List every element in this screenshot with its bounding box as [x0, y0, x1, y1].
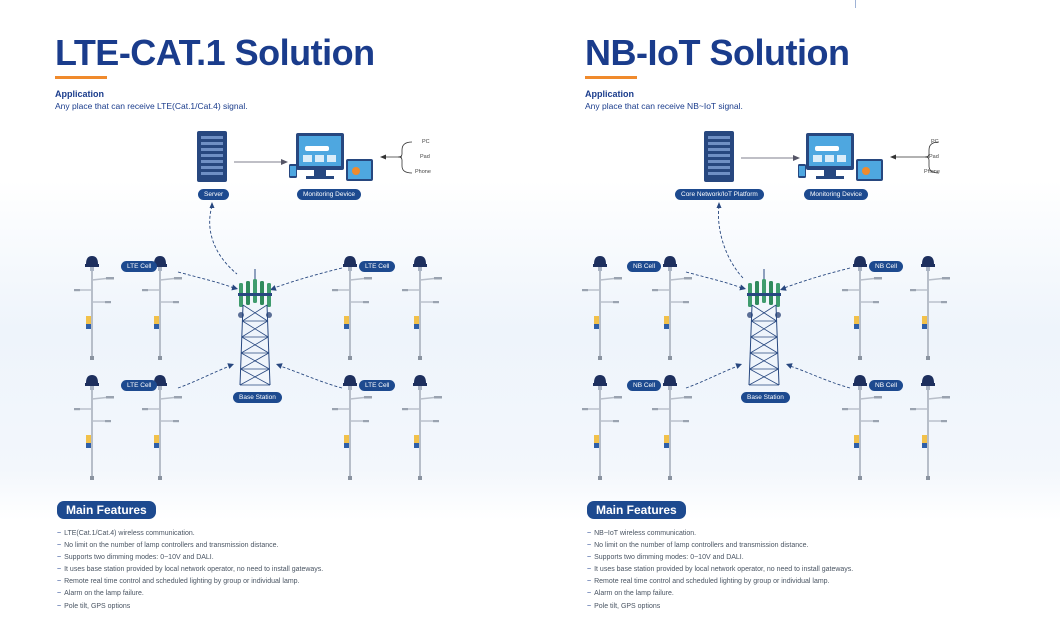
title-underline — [55, 76, 107, 79]
device-label-phone: Phone — [924, 169, 940, 175]
main-features-heading: Main Features — [587, 501, 686, 519]
device-label-pad: Pad — [420, 154, 430, 160]
cell-label: LTE Cell — [359, 261, 396, 272]
application-heading: Application — [585, 89, 634, 99]
cell-label: NB Cell — [627, 380, 662, 391]
feature-item: ~No limit on the number of lamp controll… — [57, 542, 279, 550]
street-lamp-icon — [842, 375, 882, 480]
features-list: ~LTE(Cat.1/Cat.4) wireless communication… — [57, 528, 323, 613]
feature-item: ~Pole tilt, GPS options — [587, 602, 661, 610]
server-label: Server — [198, 189, 230, 200]
street-lamp-icon — [74, 256, 114, 360]
feature-item: ~It uses base station provided by local … — [57, 566, 324, 574]
street-lamp-icon — [332, 256, 372, 360]
feature-item: ~No limit on the number of lamp controll… — [587, 542, 809, 550]
wireless-link — [273, 267, 343, 289]
street-lamp-icon — [142, 375, 182, 480]
cell-label: NB Cell — [869, 380, 904, 391]
server-label: Core Network/IoT Platform — [675, 189, 764, 200]
street-lamp-icon — [582, 375, 622, 480]
nb-iot-panel: NB-IoT Solution Application Any place th… — [530, 0, 1060, 620]
feature-item: ~Supports two dimming modes: 0~10V and D… — [57, 554, 214, 562]
wireless-link — [279, 365, 343, 389]
cell-label: LTE Cell — [121, 261, 158, 272]
monitor-label: Monitoring Device — [297, 189, 362, 200]
base-station-label: Base Station — [741, 392, 790, 403]
wireless-link — [685, 271, 743, 289]
device-label-pc: PC — [931, 139, 939, 145]
feature-item: ~It uses base station provided by local … — [587, 566, 854, 574]
street-lamp-icon — [652, 256, 692, 360]
device-label-pc: PC — [422, 139, 430, 145]
panel-title: LTE-CAT.1 Solution — [55, 32, 375, 73]
cell-label: LTE Cell — [359, 380, 396, 391]
network-diagram: Server Monitoring Device PC Pad Phone LT… — [0, 120, 530, 500]
device-label-phone: Phone — [415, 169, 431, 175]
server-icon — [197, 131, 227, 182]
street-lamp-icon — [402, 256, 442, 360]
feature-item: ~Alarm on the lamp failure. — [57, 590, 144, 598]
street-lamp-icon — [402, 375, 442, 480]
wireless-link — [685, 365, 739, 389]
street-lamp-icon — [332, 375, 372, 480]
street-lamp-icon — [652, 375, 692, 480]
base-station-tower-icon — [747, 269, 781, 386]
main-features-heading: Main Features — [57, 501, 156, 519]
wireless-link — [783, 267, 851, 289]
feature-item: ~Remote real time control and scheduled … — [57, 578, 300, 586]
title-underline — [585, 76, 637, 79]
monitoring-device-icon — [289, 133, 373, 181]
top-divider-mark — [855, 0, 856, 8]
application-text: Any place that can receive LTE(Cat.1/Cat… — [55, 101, 248, 111]
network-diagram: Core Network/IoT Platform Monitoring Dev… — [530, 120, 1060, 500]
wireless-link — [177, 271, 235, 289]
panel-title: NB-IoT Solution — [585, 32, 850, 73]
street-lamp-icon — [582, 256, 622, 360]
street-lamp-icon — [910, 375, 950, 480]
device-label-pad: Pad — [929, 154, 939, 160]
monitoring-device-icon — [798, 133, 883, 181]
server-icon — [704, 131, 734, 182]
cell-label: LTE Cell — [121, 380, 158, 391]
feature-item: ~LTE(Cat.1/Cat.4) wireless communication… — [57, 530, 195, 537]
wireless-link — [789, 365, 851, 389]
wireless-link — [177, 365, 231, 389]
street-lamp-icon — [142, 256, 182, 360]
cell-label: NB Cell — [869, 261, 904, 272]
feature-item: ~Pole tilt, GPS options — [57, 602, 131, 610]
monitor-label: Monitoring Device — [804, 189, 869, 200]
street-lamp-icon — [910, 256, 950, 360]
base-station-tower-icon — [238, 269, 272, 386]
application-text: Any place that can receive NB~IoT signal… — [585, 101, 743, 111]
feature-item: ~Supports two dimming modes: 0~10V and D… — [587, 554, 744, 562]
application-heading: Application — [55, 89, 104, 99]
cell-label: NB Cell — [627, 261, 662, 272]
lte-cat1-panel: LTE-CAT.1 Solution Application Any place… — [0, 32, 530, 613]
street-lamp-icon — [842, 256, 882, 360]
features-list: ~NB~IoT wireless communication. ~No limi… — [587, 528, 853, 613]
feature-item: ~Alarm on the lamp failure. — [587, 590, 674, 598]
feature-item: ~NB~IoT wireless communication. — [587, 530, 697, 537]
street-lamp-icon — [74, 375, 114, 480]
base-station-label: Base Station — [233, 392, 282, 403]
feature-item: ~Remote real time control and scheduled … — [587, 578, 830, 586]
